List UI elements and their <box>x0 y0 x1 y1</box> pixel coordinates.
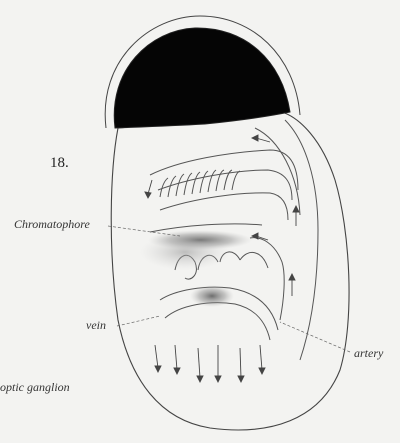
outer-vessel-2 <box>255 128 300 215</box>
smudge <box>140 234 230 270</box>
label-vein: vein <box>86 318 106 333</box>
body-outline <box>111 110 349 430</box>
label-optic-ganglion: optic ganglion <box>0 380 70 395</box>
chromatophore-blot-2 <box>190 285 234 307</box>
comb-strokes <box>160 170 240 197</box>
upper-vessel-arches <box>150 150 298 220</box>
label-chromatophore: Chromatophore <box>14 217 90 232</box>
figure-number: 18. <box>50 155 69 172</box>
eye-cap <box>114 28 290 128</box>
outer-vessel <box>285 120 318 360</box>
label-artery: artery <box>354 346 383 361</box>
